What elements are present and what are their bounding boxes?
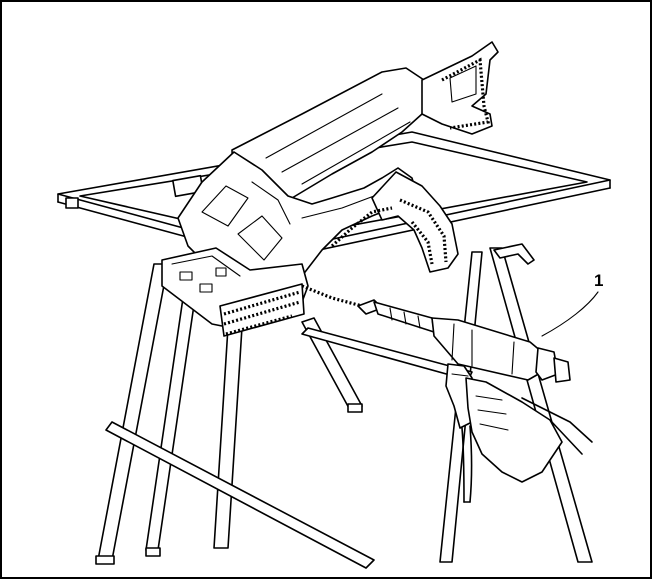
adhesive-bead: [301, 284, 363, 308]
body-panel-assembly: [161, 41, 499, 337]
callout-leader-1: [541, 291, 599, 337]
callout-label-1: 1: [594, 271, 604, 290]
technician-hand: [465, 377, 593, 483]
adhesive-dispenser-gun: [357, 299, 571, 503]
